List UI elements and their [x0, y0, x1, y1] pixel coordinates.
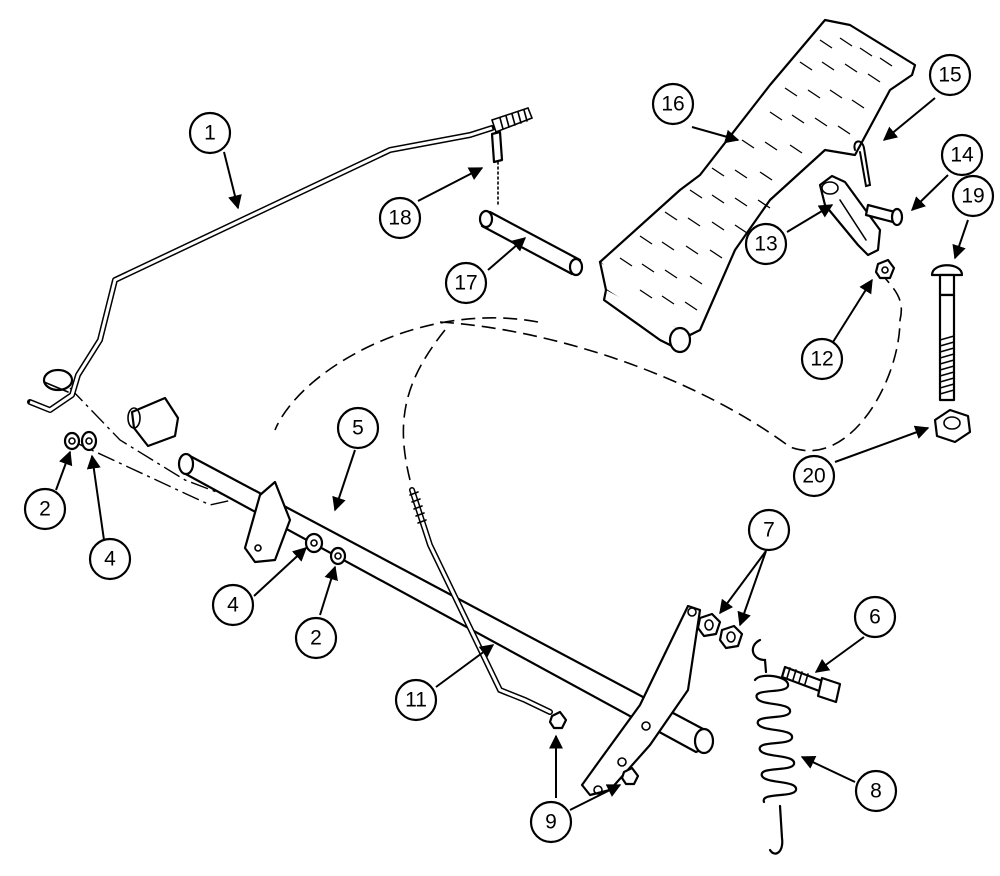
- svg-text:8: 8: [870, 780, 882, 803]
- svg-text:15: 15: [938, 64, 961, 87]
- callout-20: 20: [792, 454, 836, 498]
- callout-13: 13: [744, 222, 788, 266]
- svg-text:20: 20: [802, 465, 825, 488]
- svg-text:7: 7: [763, 519, 775, 542]
- bolt-small-part: [780, 665, 842, 704]
- svg-text:4: 4: [104, 548, 116, 571]
- spring-part: [751, 638, 798, 855]
- svg-text:18: 18: [388, 207, 411, 230]
- callout-2-left: 2: [23, 487, 67, 531]
- callout-11: 11: [394, 678, 438, 722]
- svg-text:2: 2: [310, 627, 322, 650]
- washer-shaft-part: [304, 532, 324, 554]
- callout-2-shaft: 2: [294, 616, 338, 660]
- svg-text:11: 11: [405, 689, 427, 712]
- washer-left-outer-part: [80, 430, 98, 452]
- callout-18: 18: [378, 196, 422, 240]
- callout-14: 14: [940, 133, 984, 177]
- assembly-line-rod-to-link: [402, 329, 446, 481]
- nut-part-1: [696, 612, 722, 638]
- clevis-part: [818, 174, 882, 257]
- nut-small-part: [874, 258, 896, 280]
- svg-text:16: 16: [661, 93, 684, 116]
- callout-4-shaft: 4: [211, 583, 255, 627]
- callout-15: 15: [928, 53, 972, 97]
- svg-text:13: 13: [754, 233, 777, 256]
- lock-nut-part: [933, 408, 972, 444]
- callout-19: 19: [951, 174, 995, 218]
- svg-text:14: 14: [950, 144, 974, 167]
- svg-text:5: 5: [352, 417, 364, 440]
- svg-text:9: 9: [545, 811, 557, 834]
- clip-shaft-part: [329, 546, 347, 566]
- svg-text:17: 17: [454, 272, 477, 295]
- roll-pin-part: [490, 130, 504, 206]
- pedal-part: [598, 18, 917, 354]
- callout-8: 8: [854, 769, 898, 813]
- callout-17: 17: [444, 261, 488, 305]
- clip-lower-part-1: [548, 710, 568, 730]
- pin-part: [864, 203, 904, 227]
- callout-9: 9: [529, 800, 573, 844]
- assembly-line-pedal-to-nut: [274, 317, 539, 431]
- svg-text:2: 2: [39, 498, 51, 521]
- cross-shaft-part: [177, 452, 715, 797]
- carriage-bolt-part: [930, 264, 964, 402]
- cotter-pin-part: [853, 140, 872, 188]
- callout-1: 1: [188, 111, 232, 155]
- pedal-tread: [619, 37, 893, 311]
- rod-part: [27, 107, 534, 413]
- clip-lower-part-2: [620, 766, 640, 786]
- assembly-line-left: [69, 387, 331, 541]
- callout-12: 12: [800, 337, 844, 381]
- link-rod-part: [409, 487, 553, 715]
- leader-lines: [55, 97, 969, 811]
- svg-text:6: 6: [869, 606, 881, 629]
- svg-text:12: 12: [810, 348, 833, 371]
- callout-4-left: 4: [88, 537, 132, 581]
- callout-16: 16: [651, 82, 695, 126]
- svg-text:1: 1: [204, 122, 216, 145]
- callout-5: 5: [336, 406, 380, 450]
- nut-part-2: [718, 624, 744, 650]
- callout-6: 6: [853, 595, 897, 639]
- washer-left-part: [63, 431, 81, 451]
- pedal-shaft-part: [478, 209, 584, 277]
- bushing-part: [127, 396, 180, 448]
- callout-7: 7: [747, 508, 791, 552]
- svg-text:4: 4: [227, 594, 239, 617]
- assembly-line-loop: [439, 277, 903, 452]
- svg-text:19: 19: [961, 185, 984, 208]
